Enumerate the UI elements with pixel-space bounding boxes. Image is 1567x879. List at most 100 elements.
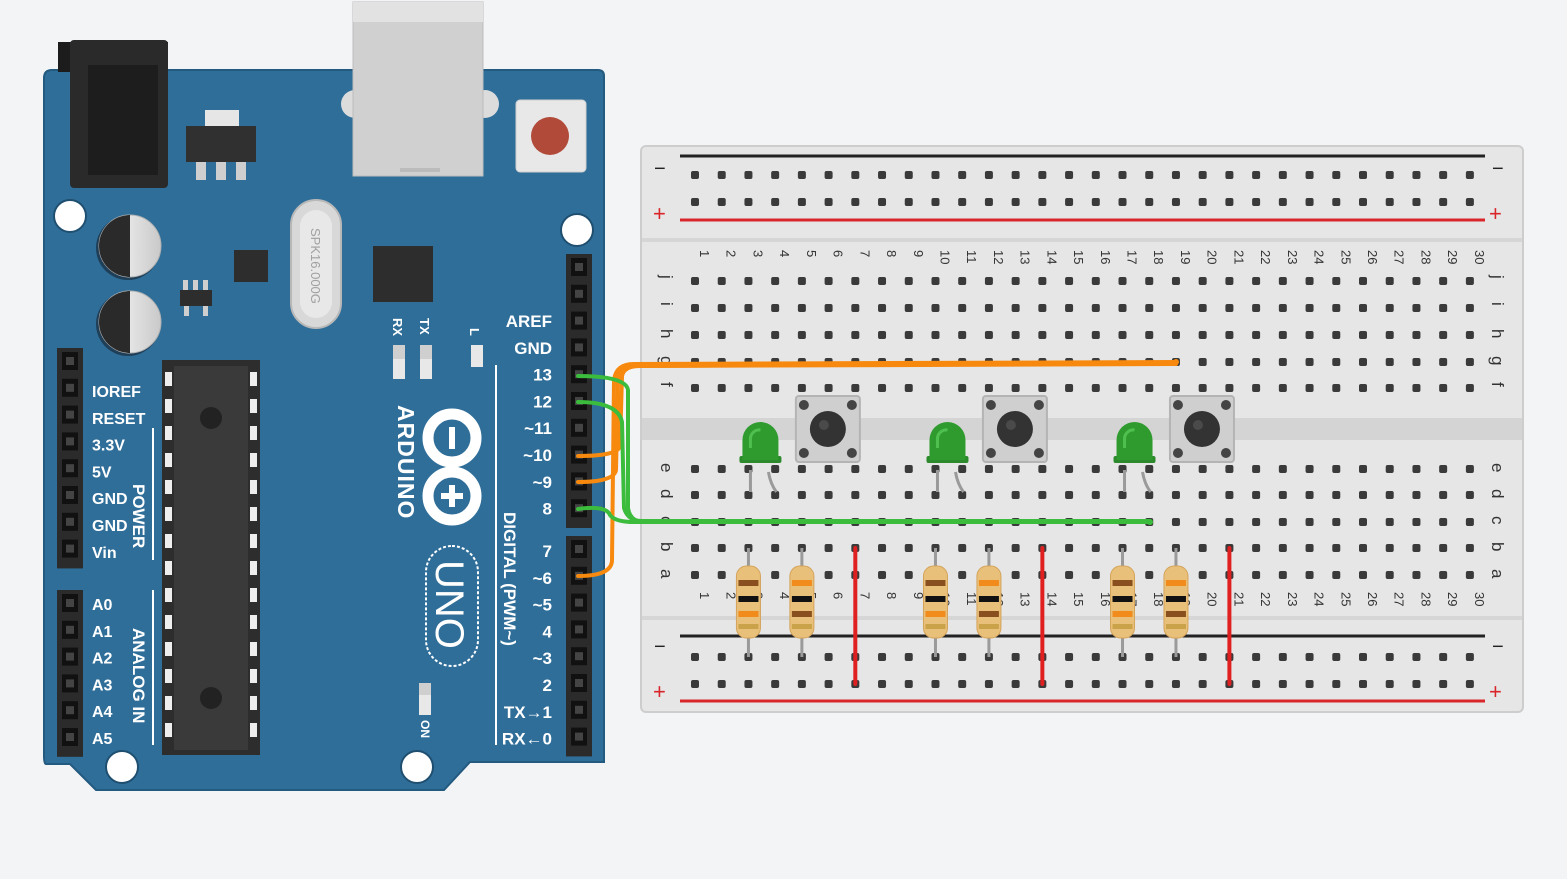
breadboard-hole[interactable] xyxy=(1305,198,1314,206)
breadboard-hole[interactable] xyxy=(1465,331,1474,339)
breadboard-hole[interactable] xyxy=(691,304,699,312)
breadboard-hole[interactable] xyxy=(1385,571,1394,579)
resistor[interactable] xyxy=(735,548,761,657)
breadboard-hole[interactable] xyxy=(958,277,967,285)
breadboard-hole[interactable] xyxy=(691,491,699,499)
breadboard-hole[interactable] xyxy=(1439,571,1448,579)
breadboard-hole[interactable] xyxy=(1252,331,1261,339)
breadboard-hole[interactable] xyxy=(1118,198,1127,206)
breadboard-hole[interactable] xyxy=(1065,331,1074,339)
breadboard-hole[interactable] xyxy=(1305,171,1314,179)
breadboard-hole[interactable] xyxy=(1278,653,1287,661)
breadboard-hole[interactable] xyxy=(904,304,913,312)
breadboard-hole[interactable] xyxy=(824,544,833,552)
breadboard-hole[interactable] xyxy=(1091,571,1100,579)
breadboard-hole[interactable] xyxy=(1305,331,1314,339)
breadboard-hole[interactable] xyxy=(878,304,887,312)
breadboard-hole[interactable] xyxy=(717,653,726,661)
breadboard-hole[interactable] xyxy=(904,171,913,179)
breadboard-hole[interactable] xyxy=(744,491,753,499)
breadboard-hole[interactable] xyxy=(797,680,806,688)
breadboard-hole[interactable] xyxy=(1385,358,1394,366)
breadboard-hole[interactable] xyxy=(878,384,887,392)
breadboard-hole[interactable] xyxy=(1198,571,1207,579)
breadboard-hole[interactable] xyxy=(1091,277,1100,285)
breadboard-hole[interactable] xyxy=(1385,465,1394,473)
breadboard-hole[interactable] xyxy=(1011,198,1020,206)
breadboard-hole[interactable] xyxy=(1011,544,1020,552)
breadboard-hole[interactable] xyxy=(1198,384,1207,392)
breadboard-hole[interactable] xyxy=(797,384,806,392)
breadboard-hole[interactable] xyxy=(1359,571,1367,579)
breadboard-hole[interactable] xyxy=(1465,171,1474,179)
breadboard-hole[interactable] xyxy=(1465,518,1474,526)
breadboard-hole[interactable] xyxy=(717,491,726,499)
breadboard-hole[interactable] xyxy=(1465,358,1474,366)
breadboard-hole[interactable] xyxy=(744,277,753,285)
breadboard-hole[interactable] xyxy=(1091,331,1100,339)
breadboard-hole[interactable] xyxy=(878,171,887,179)
breadboard-hole[interactable] xyxy=(771,198,780,206)
breadboard-hole[interactable] xyxy=(771,465,780,473)
breadboard-hole[interactable] xyxy=(1145,277,1154,285)
breadboard-hole[interactable] xyxy=(984,331,993,339)
breadboard-hole[interactable] xyxy=(744,171,753,179)
breadboard-hole[interactable] xyxy=(1332,465,1341,473)
breadboard-hole[interactable] xyxy=(691,277,699,285)
breadboard-hole[interactable] xyxy=(1439,491,1448,499)
breadboard-hole[interactable] xyxy=(1011,331,1020,339)
breadboard-hole[interactable] xyxy=(1305,491,1314,499)
breadboard-hole[interactable] xyxy=(1145,171,1154,179)
breadboard-hole[interactable] xyxy=(1385,331,1394,339)
breadboard-hole[interactable] xyxy=(904,571,913,579)
breadboard-hole[interactable] xyxy=(1439,277,1448,285)
breadboard-hole[interactable] xyxy=(1465,544,1474,552)
breadboard-hole[interactable] xyxy=(1439,304,1448,312)
breadboard-hole[interactable] xyxy=(958,198,967,206)
breadboard-hole[interactable] xyxy=(1359,384,1367,392)
breadboard-hole[interactable] xyxy=(904,465,913,473)
breadboard-hole[interactable] xyxy=(1332,518,1341,526)
breadboard-hole[interactable] xyxy=(904,491,913,499)
breadboard-hole[interactable] xyxy=(958,571,967,579)
resistor[interactable] xyxy=(1110,548,1136,657)
breadboard-hole[interactable] xyxy=(1091,653,1100,661)
breadboard-hole[interactable] xyxy=(1091,680,1100,688)
breadboard-hole[interactable] xyxy=(1332,571,1341,579)
breadboard-hole[interactable] xyxy=(1065,571,1074,579)
breadboard-hole[interactable] xyxy=(1252,491,1261,499)
breadboard-hole[interactable] xyxy=(878,465,887,473)
breadboard-hole[interactable] xyxy=(691,331,699,339)
breadboard-hole[interactable] xyxy=(1385,653,1394,661)
breadboard-hole[interactable] xyxy=(1332,171,1341,179)
breadboard-hole[interactable] xyxy=(1171,304,1180,312)
breadboard-hole[interactable] xyxy=(1439,358,1448,366)
breadboard-hole[interactable] xyxy=(1038,304,1047,312)
breadboard-hole[interactable] xyxy=(1332,384,1341,392)
breadboard-hole[interactable] xyxy=(1065,653,1074,661)
breadboard-hole[interactable] xyxy=(1065,198,1074,206)
breadboard-hole[interactable] xyxy=(931,680,940,688)
breadboard-hole[interactable] xyxy=(1118,304,1127,312)
breadboard-hole[interactable] xyxy=(1252,171,1261,179)
breadboard-hole[interactable] xyxy=(931,384,940,392)
breadboard-hole[interactable] xyxy=(904,331,913,339)
breadboard-hole[interactable] xyxy=(1225,384,1234,392)
breadboard-hole[interactable] xyxy=(824,198,833,206)
breadboard-hole[interactable] xyxy=(1305,465,1314,473)
breadboard-hole[interactable] xyxy=(1038,491,1047,499)
breadboard-hole[interactable] xyxy=(717,171,726,179)
breadboard-hole[interactable] xyxy=(1465,198,1474,206)
breadboard-hole[interactable] xyxy=(1118,171,1127,179)
breadboard-hole[interactable] xyxy=(1305,518,1314,526)
breadboard-hole[interactable] xyxy=(1091,384,1100,392)
breadboard-hole[interactable] xyxy=(931,277,940,285)
breadboard-hole[interactable] xyxy=(1225,518,1234,526)
breadboard-hole[interactable] xyxy=(1305,544,1314,552)
breadboard-hole[interactable] xyxy=(1225,358,1234,366)
breadboard-hole[interactable] xyxy=(1439,518,1448,526)
breadboard-hole[interactable] xyxy=(1412,491,1421,499)
breadboard-hole[interactable] xyxy=(1412,680,1421,688)
breadboard-hole[interactable] xyxy=(1439,653,1448,661)
wire-orange[interactable] xyxy=(576,362,1178,458)
